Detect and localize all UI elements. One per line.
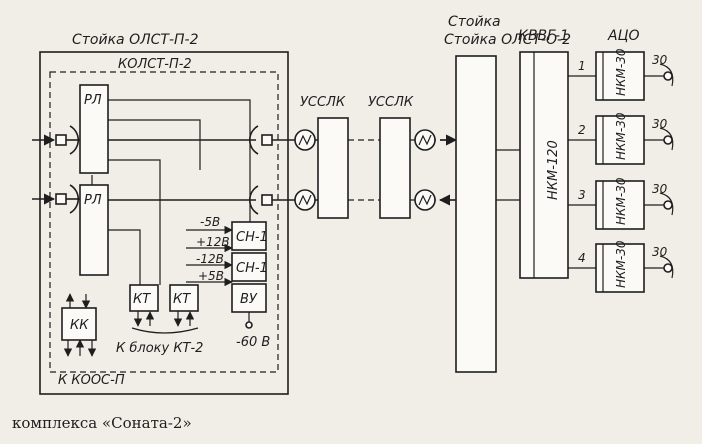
kk-arrows: [63, 293, 97, 357]
channel-4: 4 НКМ-30 30: [568, 240, 674, 293]
channel-2: 2 НКМ-30 30: [568, 112, 674, 165]
amplifier-icons: [294, 129, 436, 211]
svg-text:+5В: +5В: [198, 269, 224, 283]
minus-60v-label: -60 В: [236, 335, 270, 350]
channel-1: 1 НКМ-30 30: [568, 48, 674, 101]
sn1-block-bottom: [231, 252, 267, 282]
sn1-block-bottom-label: СН-1: [236, 261, 268, 276]
connector-right-bottom: [108, 185, 273, 215]
svg-text:НКМ-30: НКМ-30: [614, 112, 628, 160]
sn1-block-top-label: СН-1: [236, 230, 268, 245]
repeater-2-label: УССЛК: [368, 95, 414, 110]
kolst-unit-label: КОЛСТ-П-2: [118, 57, 192, 72]
svg-text:30: 30: [652, 245, 668, 259]
svg-text:2: 2: [578, 123, 586, 137]
svg-text:-5В: -5В: [200, 215, 220, 229]
rack-olst-2-frame: [39, 51, 289, 395]
kk-block-label: КК: [70, 318, 89, 333]
connector-left-top: [32, 125, 80, 155]
link-rl-top-kt: [108, 159, 161, 285]
rl-block-bottom-label: РЛ: [84, 193, 102, 208]
svg-text:НКМ-30: НКМ-30: [614, 177, 628, 225]
kvvg-label: КВВГ-1: [518, 28, 569, 44]
kt-arrows: [131, 311, 199, 334]
repeater-1-label: УССЛК: [300, 95, 346, 110]
kvvg-block: [519, 51, 569, 279]
vu-block-label: ВУ: [240, 292, 258, 307]
svg-text:НКМ-30: НКМ-30: [614, 48, 628, 96]
rack-olst-o2-label-2: Стойка ОЛСТ-О-2: [444, 32, 571, 48]
repeater-2-block: [379, 117, 411, 219]
rack-olst-o2-label-1: Стойка: [448, 14, 501, 30]
kt-block-left-label: КТ: [133, 292, 151, 307]
channel-3: 3 НКМ-30 30: [568, 177, 674, 230]
svg-text:30: 30: [652, 117, 668, 131]
voltage-labels: -5В +12В -12В +5В: [186, 215, 233, 287]
kt-block-left: [129, 284, 159, 312]
link-rl-top-bus: [108, 99, 251, 230]
svg-text:-12В: -12В: [196, 252, 224, 266]
sn1-block-top: [231, 221, 267, 251]
svg-text:4: 4: [578, 251, 586, 265]
svg-text:3: 3: [578, 188, 586, 202]
svg-text:30: 30: [652, 182, 668, 196]
svg-text:30: 30: [652, 53, 668, 67]
connector-right-top: [108, 125, 273, 155]
nkm-120-label: НКМ-120: [546, 140, 561, 200]
connector-left-bottom: [32, 184, 80, 214]
rl-block-top: [79, 84, 109, 174]
repeater-1-block: [317, 117, 349, 219]
svg-text:1: 1: [578, 59, 586, 73]
svg-text:+12В: +12В: [196, 235, 230, 249]
kt-block-right-label: КТ: [173, 292, 191, 307]
to-koos-label: К КООС-П: [58, 373, 125, 388]
ats-label: АЦО: [607, 28, 639, 44]
kolst-unit-frame: [49, 71, 279, 373]
to-kt2-label: К блоку КТ-2: [116, 341, 203, 356]
rack-olst-o2-block: [455, 55, 497, 373]
link-rl-top-2: [108, 119, 201, 170]
vu-feed-terminal: [245, 321, 253, 329]
link-rl-bottom-kt: [108, 229, 141, 285]
kt-block-right: [169, 284, 199, 312]
figure-caption: комплекса «Соната-2»: [12, 414, 192, 432]
rack-olst-2-label: Стойка ОЛСТ-П-2: [72, 32, 199, 48]
rl-block-top-label: РЛ: [84, 93, 102, 108]
svg-text:НКМ-30: НКМ-30: [614, 240, 628, 288]
